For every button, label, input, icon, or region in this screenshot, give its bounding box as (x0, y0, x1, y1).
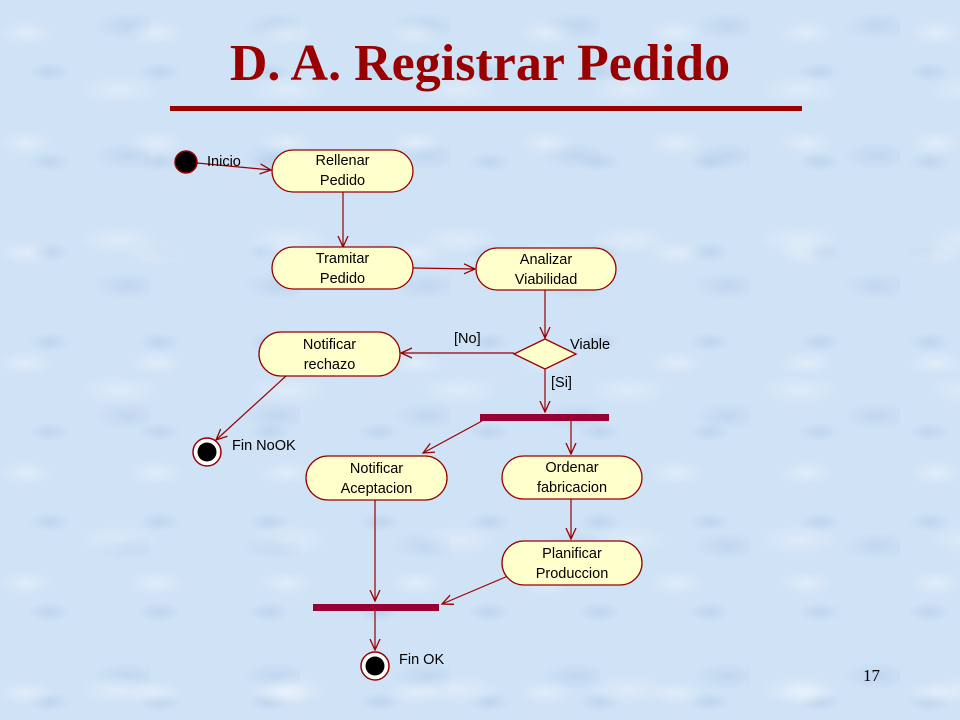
page-number: 17 (863, 666, 880, 685)
edge-inicio-to-rellenar (196, 162, 271, 170)
decision-diamond (512, 338, 578, 370)
activity-label: Notificar (350, 461, 403, 477)
join-bar (313, 604, 439, 611)
edge-fork-to-aceptacion (423, 420, 483, 453)
activity-planificar-produccion: Planificar Produccion (501, 540, 643, 586)
label-fin-ok: Fin OK (399, 652, 444, 668)
activity-notificar-aceptacion: Notificar Aceptacion (305, 455, 448, 501)
title-underline (170, 106, 802, 111)
activity-label: Planificar (542, 546, 602, 562)
edge-planificar-to-join (442, 575, 509, 604)
activity-label: fabricacion (537, 480, 607, 496)
activity-label: Notificar (303, 337, 356, 353)
guard-si: [Si] (551, 375, 572, 391)
initial-node (174, 150, 198, 174)
activity-ordenar-fabricacion: Ordenar fabricacion (501, 455, 643, 500)
edge-rechazo-to-fin-nook (216, 375, 287, 440)
activity-label: Ordenar (545, 460, 598, 476)
activity-analizar-viabilidad: Analizar Viabilidad (475, 247, 617, 291)
label-viable: Viable (570, 337, 610, 353)
final-node-nook (192, 437, 222, 467)
activity-label: rechazo (304, 357, 356, 373)
activity-label: Pedido (320, 173, 365, 189)
activity-label: Produccion (536, 566, 609, 582)
final-node-ok (360, 651, 390, 681)
activity-label: Aceptacion (341, 481, 413, 497)
label-fin-nook: Fin NoOK (232, 438, 296, 454)
activity-tramitar-pedido: Tramitar Pedido (271, 246, 414, 290)
activity-rellenar-pedido: Rellenar Pedido (271, 149, 414, 193)
edge-tramitar-to-analizar (412, 268, 475, 269)
activity-label: Pedido (320, 271, 365, 287)
activity-label: Tramitar (316, 251, 370, 267)
fork-bar (480, 414, 609, 421)
activity-label: Rellenar (316, 153, 370, 169)
activity-label: Viabilidad (515, 272, 578, 288)
slide-title: D. A. Registrar Pedido (229, 35, 731, 92)
activity-label: Analizar (520, 252, 573, 268)
label-inicio: Inicio (207, 154, 241, 170)
guard-no: [No] (454, 331, 481, 347)
activity-notificar-rechazo: Notificar rechazo (258, 331, 401, 377)
